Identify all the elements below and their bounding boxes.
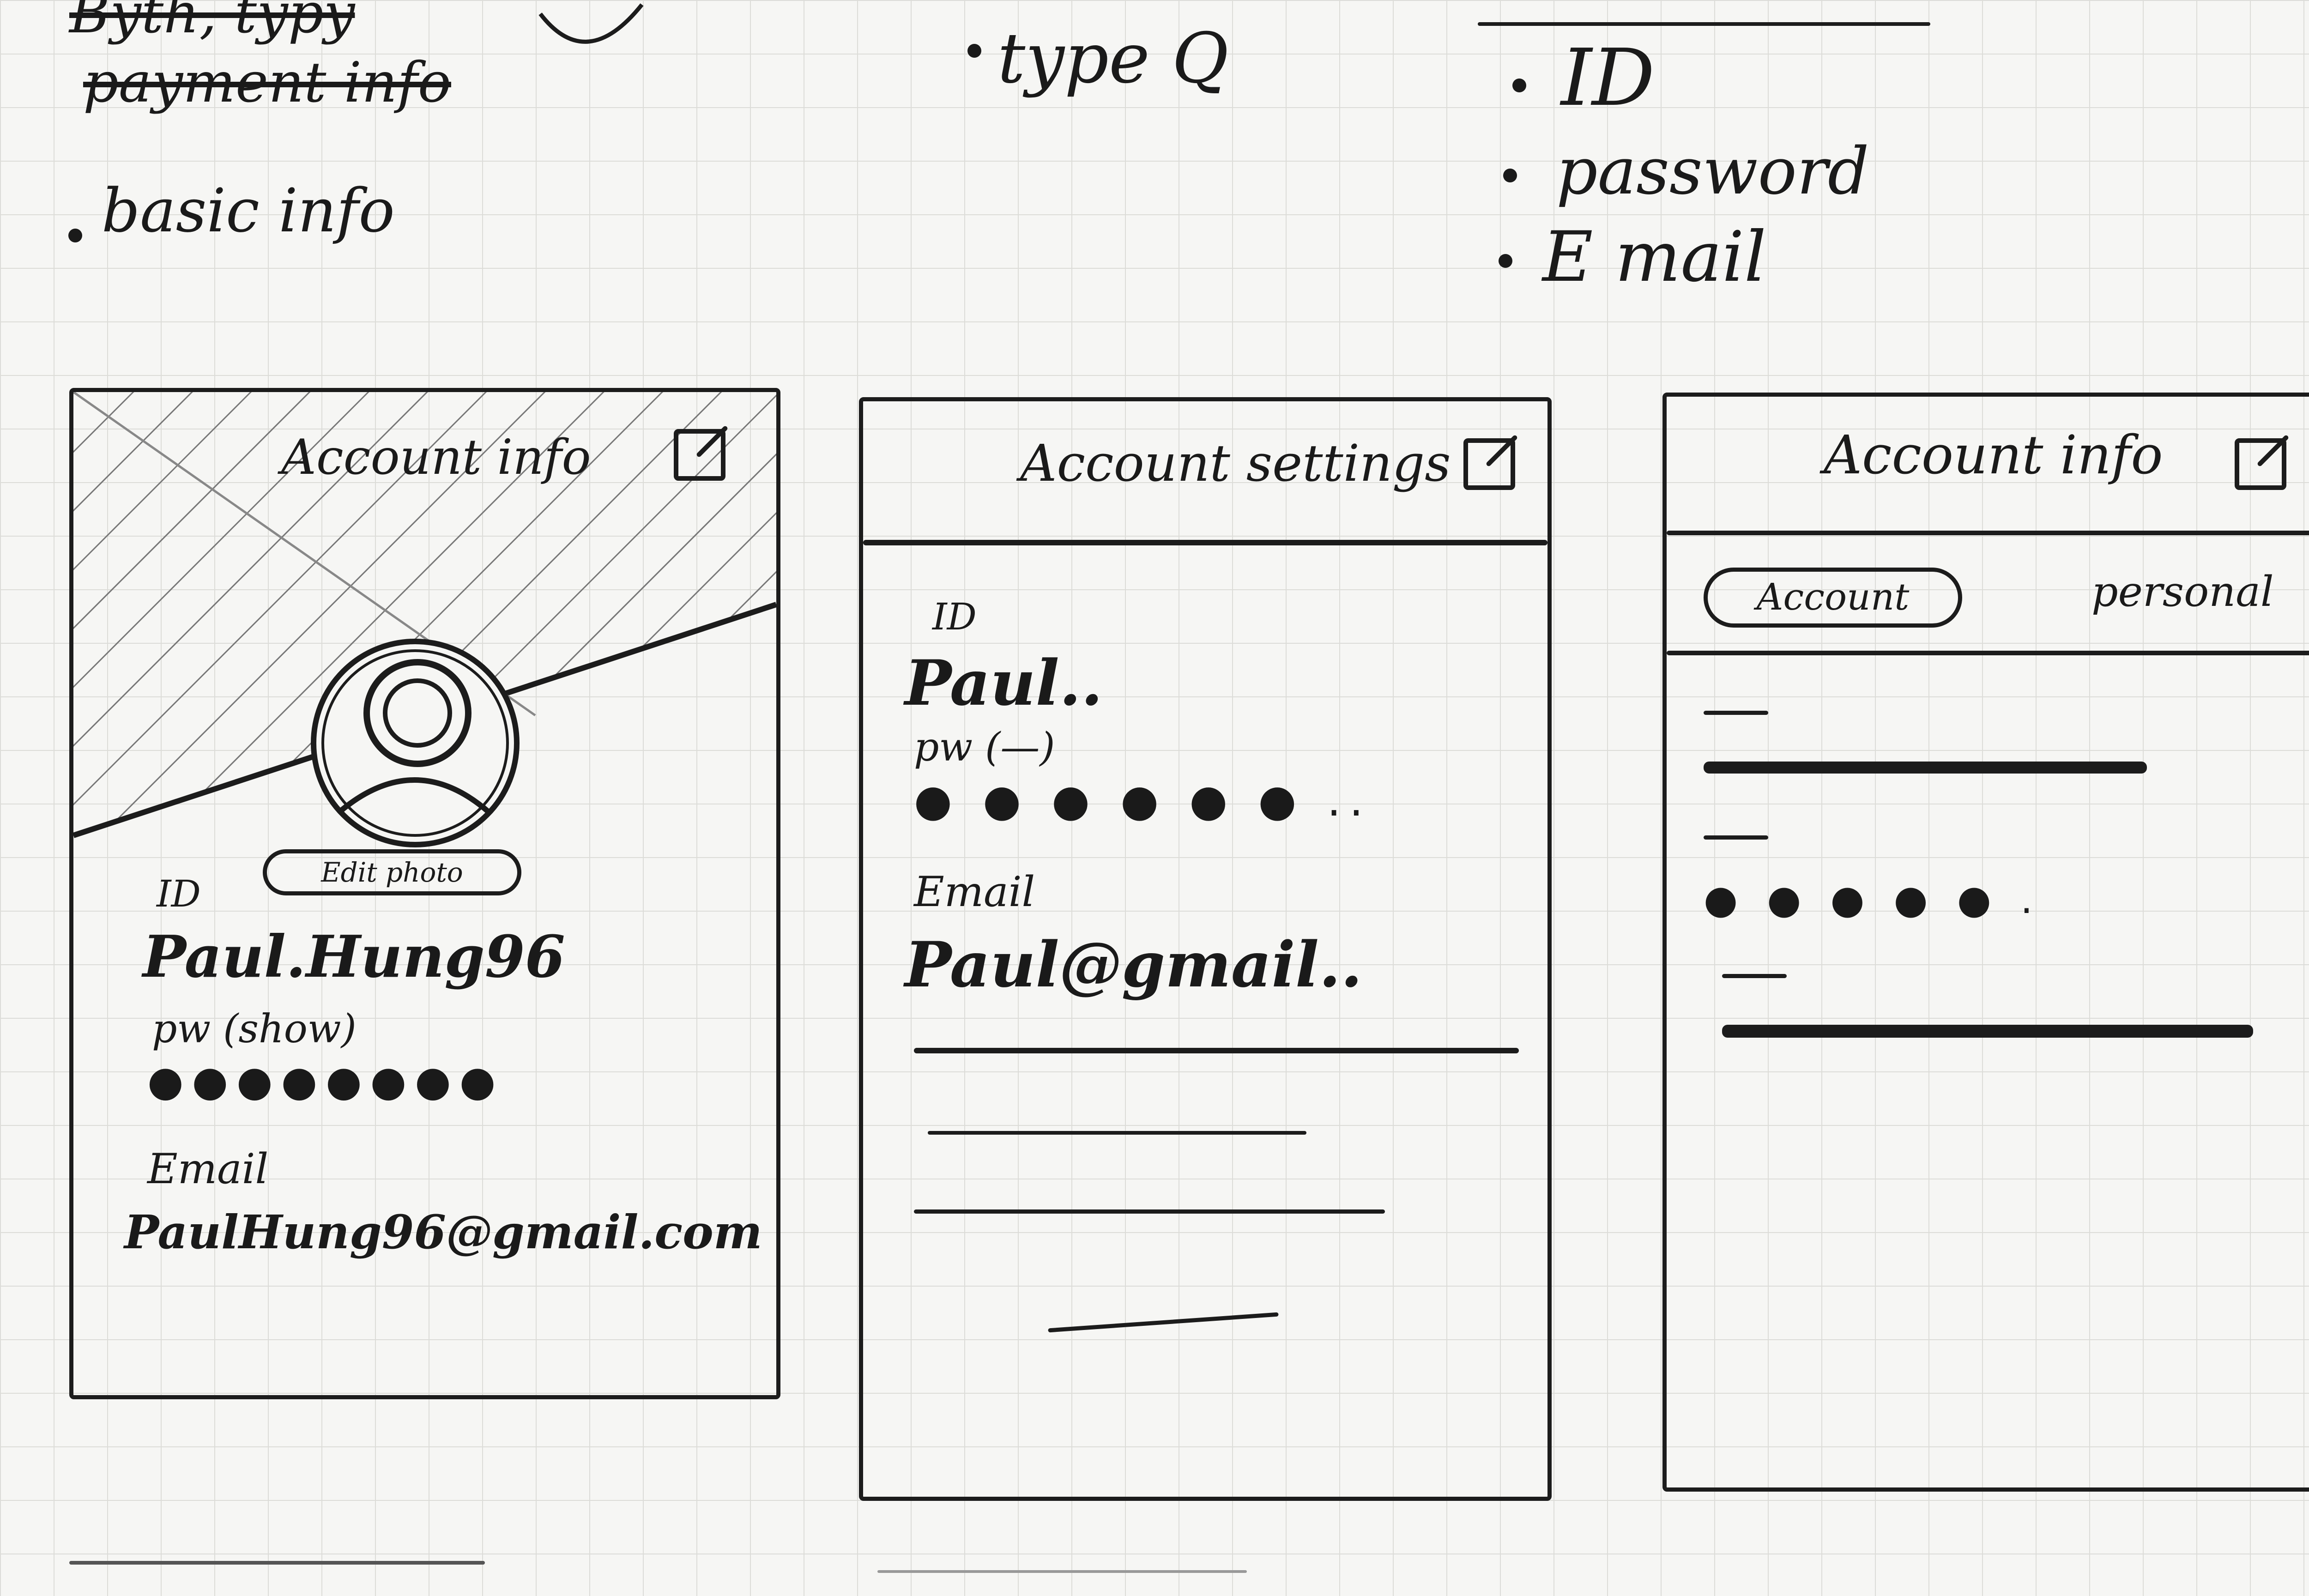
checkmark-icon: [538, 3, 644, 44]
screen-account-info: Account info Edit photo ID Paul.Hung96 p…: [69, 388, 780, 1399]
header-divider: [1667, 531, 2309, 535]
field-label: pw (—): [914, 725, 1055, 770]
edit-icon[interactable]: [2235, 438, 2286, 490]
password-value[interactable]: ● ● ● ● ● ● ..: [914, 775, 1372, 826]
label-line: [1704, 835, 1768, 840]
tab-account-label: Account: [1756, 575, 1910, 618]
tab-account[interactable]: Account: [1704, 568, 1962, 628]
label-line: [1704, 711, 1768, 715]
bullet-icon: [967, 44, 981, 58]
bullet-icon: [1503, 169, 1517, 182]
screen-title: Account info: [1824, 424, 2163, 486]
screen-title: Account info: [281, 429, 591, 485]
list-line: [914, 1048, 1519, 1053]
tab-divider: [1667, 651, 2309, 655]
field-label: ID: [932, 595, 977, 638]
screen-title: Account settings: [1020, 434, 1451, 493]
edit-photo-button[interactable]: Edit photo: [263, 849, 521, 895]
note-email: E mail: [1542, 217, 1766, 297]
note-type-q: type Q: [997, 18, 1229, 99]
edit-photo-label: Edit photo: [321, 857, 463, 888]
value-line[interactable]: [1722, 1025, 2253, 1038]
screen-account-tabs: Account info Account personal ● ● ● ● ● …: [1662, 393, 2309, 1492]
scribble-line: [877, 1570, 1247, 1573]
list-line: [914, 1209, 1385, 1214]
field-label: Email: [914, 868, 1035, 916]
edit-icon[interactable]: [674, 429, 725, 481]
field-value[interactable]: Paul.Hung96: [143, 923, 565, 991]
avatar-icon[interactable]: [295, 632, 535, 863]
header-divider: [863, 540, 1547, 545]
field-label: pw (show): [152, 1006, 357, 1052]
field-value[interactable]: Paul@gmail..: [905, 928, 1363, 1001]
password-dots[interactable]: ● ● ● ● ● .: [1704, 877, 2041, 923]
bullet-icon: [1499, 254, 1512, 268]
password-value[interactable]: ●●●●●●●●: [147, 1057, 504, 1106]
divider-line: [1478, 22, 1930, 26]
note-basic-info: basic info: [102, 175, 395, 246]
note-crossed-2: payment info: [83, 51, 451, 115]
note-id: ID: [1561, 32, 1655, 124]
field-value[interactable]: Paul..: [905, 646, 1103, 719]
scribble-line: [69, 1561, 485, 1565]
field-value[interactable]: PaulHung96@gmail.com: [124, 1205, 762, 1259]
value-line[interactable]: [1704, 762, 2147, 774]
list-line: [928, 1131, 1306, 1135]
field-label: Email: [147, 1145, 269, 1193]
bullet-icon: [1512, 79, 1526, 92]
note-password: password: [1556, 134, 1869, 209]
note-crossed-1: Byth, typy: [69, 0, 355, 46]
list-line: [1048, 1312, 1279, 1333]
screen-account-settings: Account settings ID Paul.. pw (—) ● ● ● …: [859, 397, 1552, 1501]
field-label: ID: [157, 872, 201, 915]
tab-personal[interactable]: personal: [2091, 568, 2274, 616]
bullet-icon: [68, 229, 82, 242]
edit-icon[interactable]: [1463, 438, 1515, 490]
label-line: [1722, 974, 1787, 978]
